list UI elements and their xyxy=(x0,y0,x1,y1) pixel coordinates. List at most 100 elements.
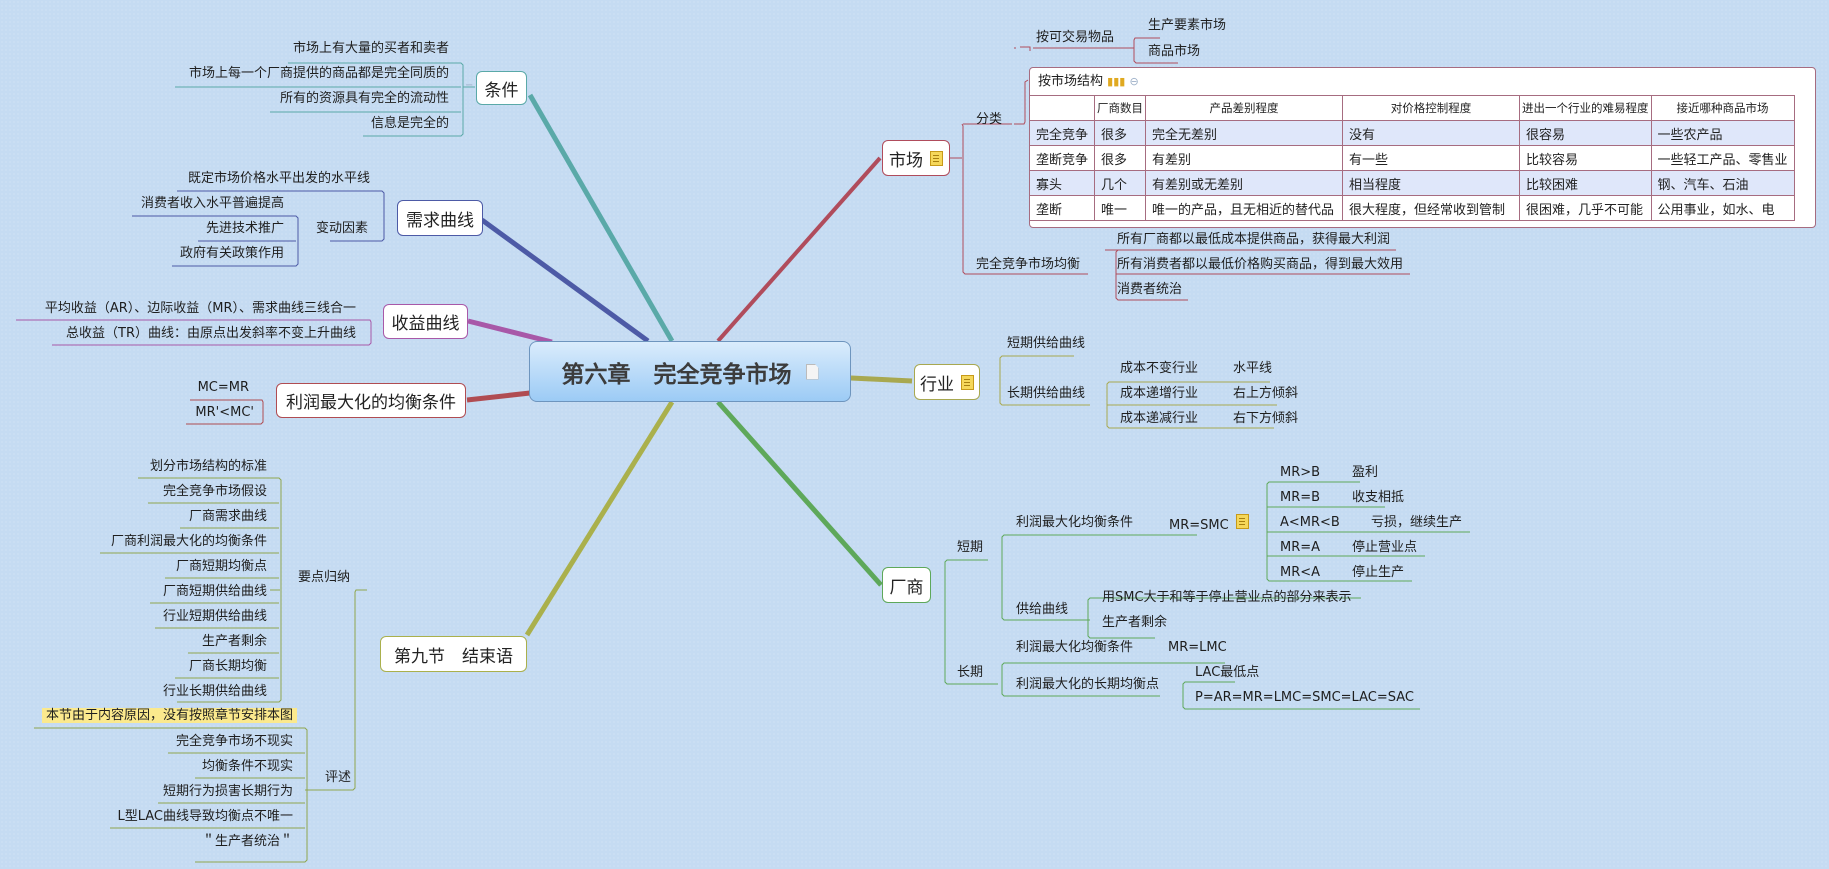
short-run-label: 短期 xyxy=(957,540,984,555)
condition-value: MR=LMC xyxy=(1168,640,1227,655)
topic-section9[interactable]: 第九节 结束语 xyxy=(380,636,527,672)
topic-conditions[interactable]: 条件 xyxy=(476,71,527,105)
list-item: 均衡条件不现实 xyxy=(201,759,293,774)
list-item: 所有的资源具有完全的流动性 xyxy=(279,91,449,106)
list-item: MR'<MC' xyxy=(195,405,254,420)
topic-market[interactable]: 市场 xyxy=(882,140,950,176)
note-icon[interactable] xyxy=(961,374,974,390)
list-item: MC=MR xyxy=(197,380,249,395)
long-run-label: 长期 xyxy=(957,665,984,680)
list-item: 行业长期供给曲线 xyxy=(162,684,267,699)
condition-value: MR=SMC xyxy=(1169,514,1249,535)
highlighted-note: 本节由于内容原因，没有按照章节安排本图 xyxy=(41,708,297,723)
list-item: LAC最低点 xyxy=(1195,665,1260,680)
list-item: 市场上每一个厂商提供的商品都是完全同质的 xyxy=(188,66,449,81)
long-supply-label: 长期供给曲线 xyxy=(1007,386,1086,401)
case-result: 亏损，继续生产 xyxy=(1371,515,1463,530)
document-icon[interactable] xyxy=(805,363,819,380)
note-icon[interactable] xyxy=(930,150,943,166)
case-result: 盈利 xyxy=(1352,465,1379,480)
topic-demand-curve[interactable]: 需求曲线 xyxy=(397,200,483,236)
list-item: 信息是完全的 xyxy=(370,116,449,131)
list-item: 既定市场价格水平出发的水平线 xyxy=(187,171,370,186)
list-item: 消费者收入水平普遍提高 xyxy=(140,196,284,211)
list-item: 厂商需求曲线 xyxy=(188,509,267,524)
case-cond: MR=B xyxy=(1280,490,1321,505)
list-item: 生产者剩余 xyxy=(1102,615,1168,630)
list-item: 厂商长期均衡 xyxy=(188,659,267,674)
table-row: 寡头几个有差别或无差别相当程度比较困难钢、汽车、石油 xyxy=(1028,170,1795,196)
list-item: 所有厂商都以最低成本提供商品，获得最大利润 xyxy=(1117,232,1391,247)
case-cond: MR>B xyxy=(1280,465,1321,480)
list-item: 厂商短期均衡点 xyxy=(175,559,267,574)
root-topic[interactable]: 第六章 完全竞争市场 xyxy=(529,341,851,402)
list-item: 短期行为损害长期行为 xyxy=(162,784,293,799)
case-result: 停止营业点 xyxy=(1352,540,1418,555)
table-header-row: 厂商数目 产品差别程度 对价格控制程度 进出一个行业的难易程度 接近哪种商品市场 xyxy=(1028,95,1795,121)
list-item: 先进技术推广 xyxy=(205,221,284,236)
industry-type: 成本递增行业 xyxy=(1120,386,1199,401)
case-result: 收支相抵 xyxy=(1352,490,1405,505)
industry-type: 成本不变行业 xyxy=(1120,361,1199,376)
topic-label: 利润最大化的均衡条件 xyxy=(286,393,456,413)
table-row: 垄断唯一唯一的产品，且无相近的替代品很大程度，但经常收到管制很困难，几乎不可能公… xyxy=(1028,195,1795,221)
list-item: 划分市场结构的标准 xyxy=(149,459,267,474)
topic-firm[interactable]: 厂商 xyxy=(882,567,931,603)
list-item: 用SMC大于和等于停止营业点的部分来表示 xyxy=(1102,590,1352,605)
list-item: 生产者剩余 xyxy=(201,634,267,649)
list-item: 政府有关政策作用 xyxy=(179,246,284,261)
case-result: 停止生产 xyxy=(1352,565,1405,580)
long-point-label: 利润最大化的长期均衡点 xyxy=(1016,677,1160,692)
chart-icon: ▮▮▮ xyxy=(1107,75,1126,88)
industry-type: 成本递减行业 xyxy=(1120,411,1199,426)
market-structure-table: 厂商数目 产品差别程度 对价格控制程度 进出一个行业的难易程度 接近哪种商品市场… xyxy=(1028,95,1795,221)
topic-label: 条件 xyxy=(484,80,519,101)
topic-industry[interactable]: 行业 xyxy=(914,364,980,400)
by-goods-label: 按可交易物品 xyxy=(1036,30,1115,45)
collapse-toggle[interactable]: − xyxy=(465,80,474,91)
condition-label: 利润最大化均衡条件 xyxy=(1016,515,1134,530)
topic-label: 第九节 结束语 xyxy=(394,646,513,667)
curve-shape: 右下方倾斜 xyxy=(1233,411,1299,426)
list-item: 市场上有大量的买者和卖者 xyxy=(292,41,449,56)
by-structure-label: 按市场结构 ▮▮▮ ⊖ xyxy=(1038,74,1139,89)
topic-label: 收益曲线 xyxy=(391,314,460,334)
list-item: 厂商利润最大化的均衡条件 xyxy=(110,534,267,549)
case-cond: MR=A xyxy=(1280,540,1321,555)
list-item: 厂商短期供给曲线 xyxy=(162,584,267,599)
topic-label: 需求曲线 xyxy=(406,210,474,231)
list-item: 消费者统治 xyxy=(1117,282,1183,297)
list-item: 总收益（TR）曲线：由原点出发斜率不变上升曲线 xyxy=(66,326,356,341)
list-item: 完全竞争市场假设 xyxy=(162,484,267,499)
topic-profit-max[interactable]: 利润最大化的均衡条件 xyxy=(276,383,466,418)
list-item: 平均收益（AR）、边际收益（MR）、需求曲线三线合一 xyxy=(44,301,356,316)
list-item: 完全竞争市场不现实 xyxy=(175,734,293,749)
summary-label: 要点归纳 xyxy=(298,570,351,585)
list-item: ＂生产者统治＂ xyxy=(201,834,293,849)
topic-label: 行业 xyxy=(920,374,954,395)
curve-shape: 水平线 xyxy=(1233,361,1273,376)
case-cond: A<MR<B xyxy=(1280,515,1340,530)
factors-label: 变动因素 xyxy=(316,221,369,236)
table-row: 垄断竞争很多有差别有一些比较容易一些轻工产品、零售业 xyxy=(1028,145,1795,171)
note-icon[interactable] xyxy=(1235,514,1249,529)
case-cond: MR<A xyxy=(1280,565,1321,580)
equilibrium-label: 完全竞争市场均衡 xyxy=(976,257,1081,272)
list-item: 所有消费者都以最低价格购买商品，得到最大效用 xyxy=(1117,257,1404,272)
root-title: 第六章 完全竞争市场 xyxy=(561,361,792,388)
supply-label: 供给曲线 xyxy=(1016,602,1069,617)
list-item: P=AR=MR=LMC=SMC=LAC=SAC xyxy=(1195,690,1414,705)
list-item: 行业短期供给曲线 xyxy=(162,609,267,624)
list-item: 商品市场 xyxy=(1148,44,1201,59)
table-row: 完全竞争很多完全无差别没有很容易一些农产品 xyxy=(1028,120,1795,146)
list-item: L型LAC曲线导致均衡点不唯一 xyxy=(117,809,293,824)
collapse-toggle[interactable]: ⊖ xyxy=(1129,75,1139,88)
review-label: 评述 xyxy=(325,770,352,785)
topic-revenue-curve[interactable]: 收益曲线 xyxy=(383,304,468,339)
classify-label: 分类 xyxy=(976,112,1003,127)
condition-label: 利润最大化均衡条件 xyxy=(1016,640,1134,655)
list-item: 生产要素市场 xyxy=(1148,18,1227,33)
topic-label: 市场 xyxy=(889,150,923,171)
curve-shape: 右上方倾斜 xyxy=(1233,386,1299,401)
short-supply-label: 短期供给曲线 xyxy=(1007,336,1086,351)
